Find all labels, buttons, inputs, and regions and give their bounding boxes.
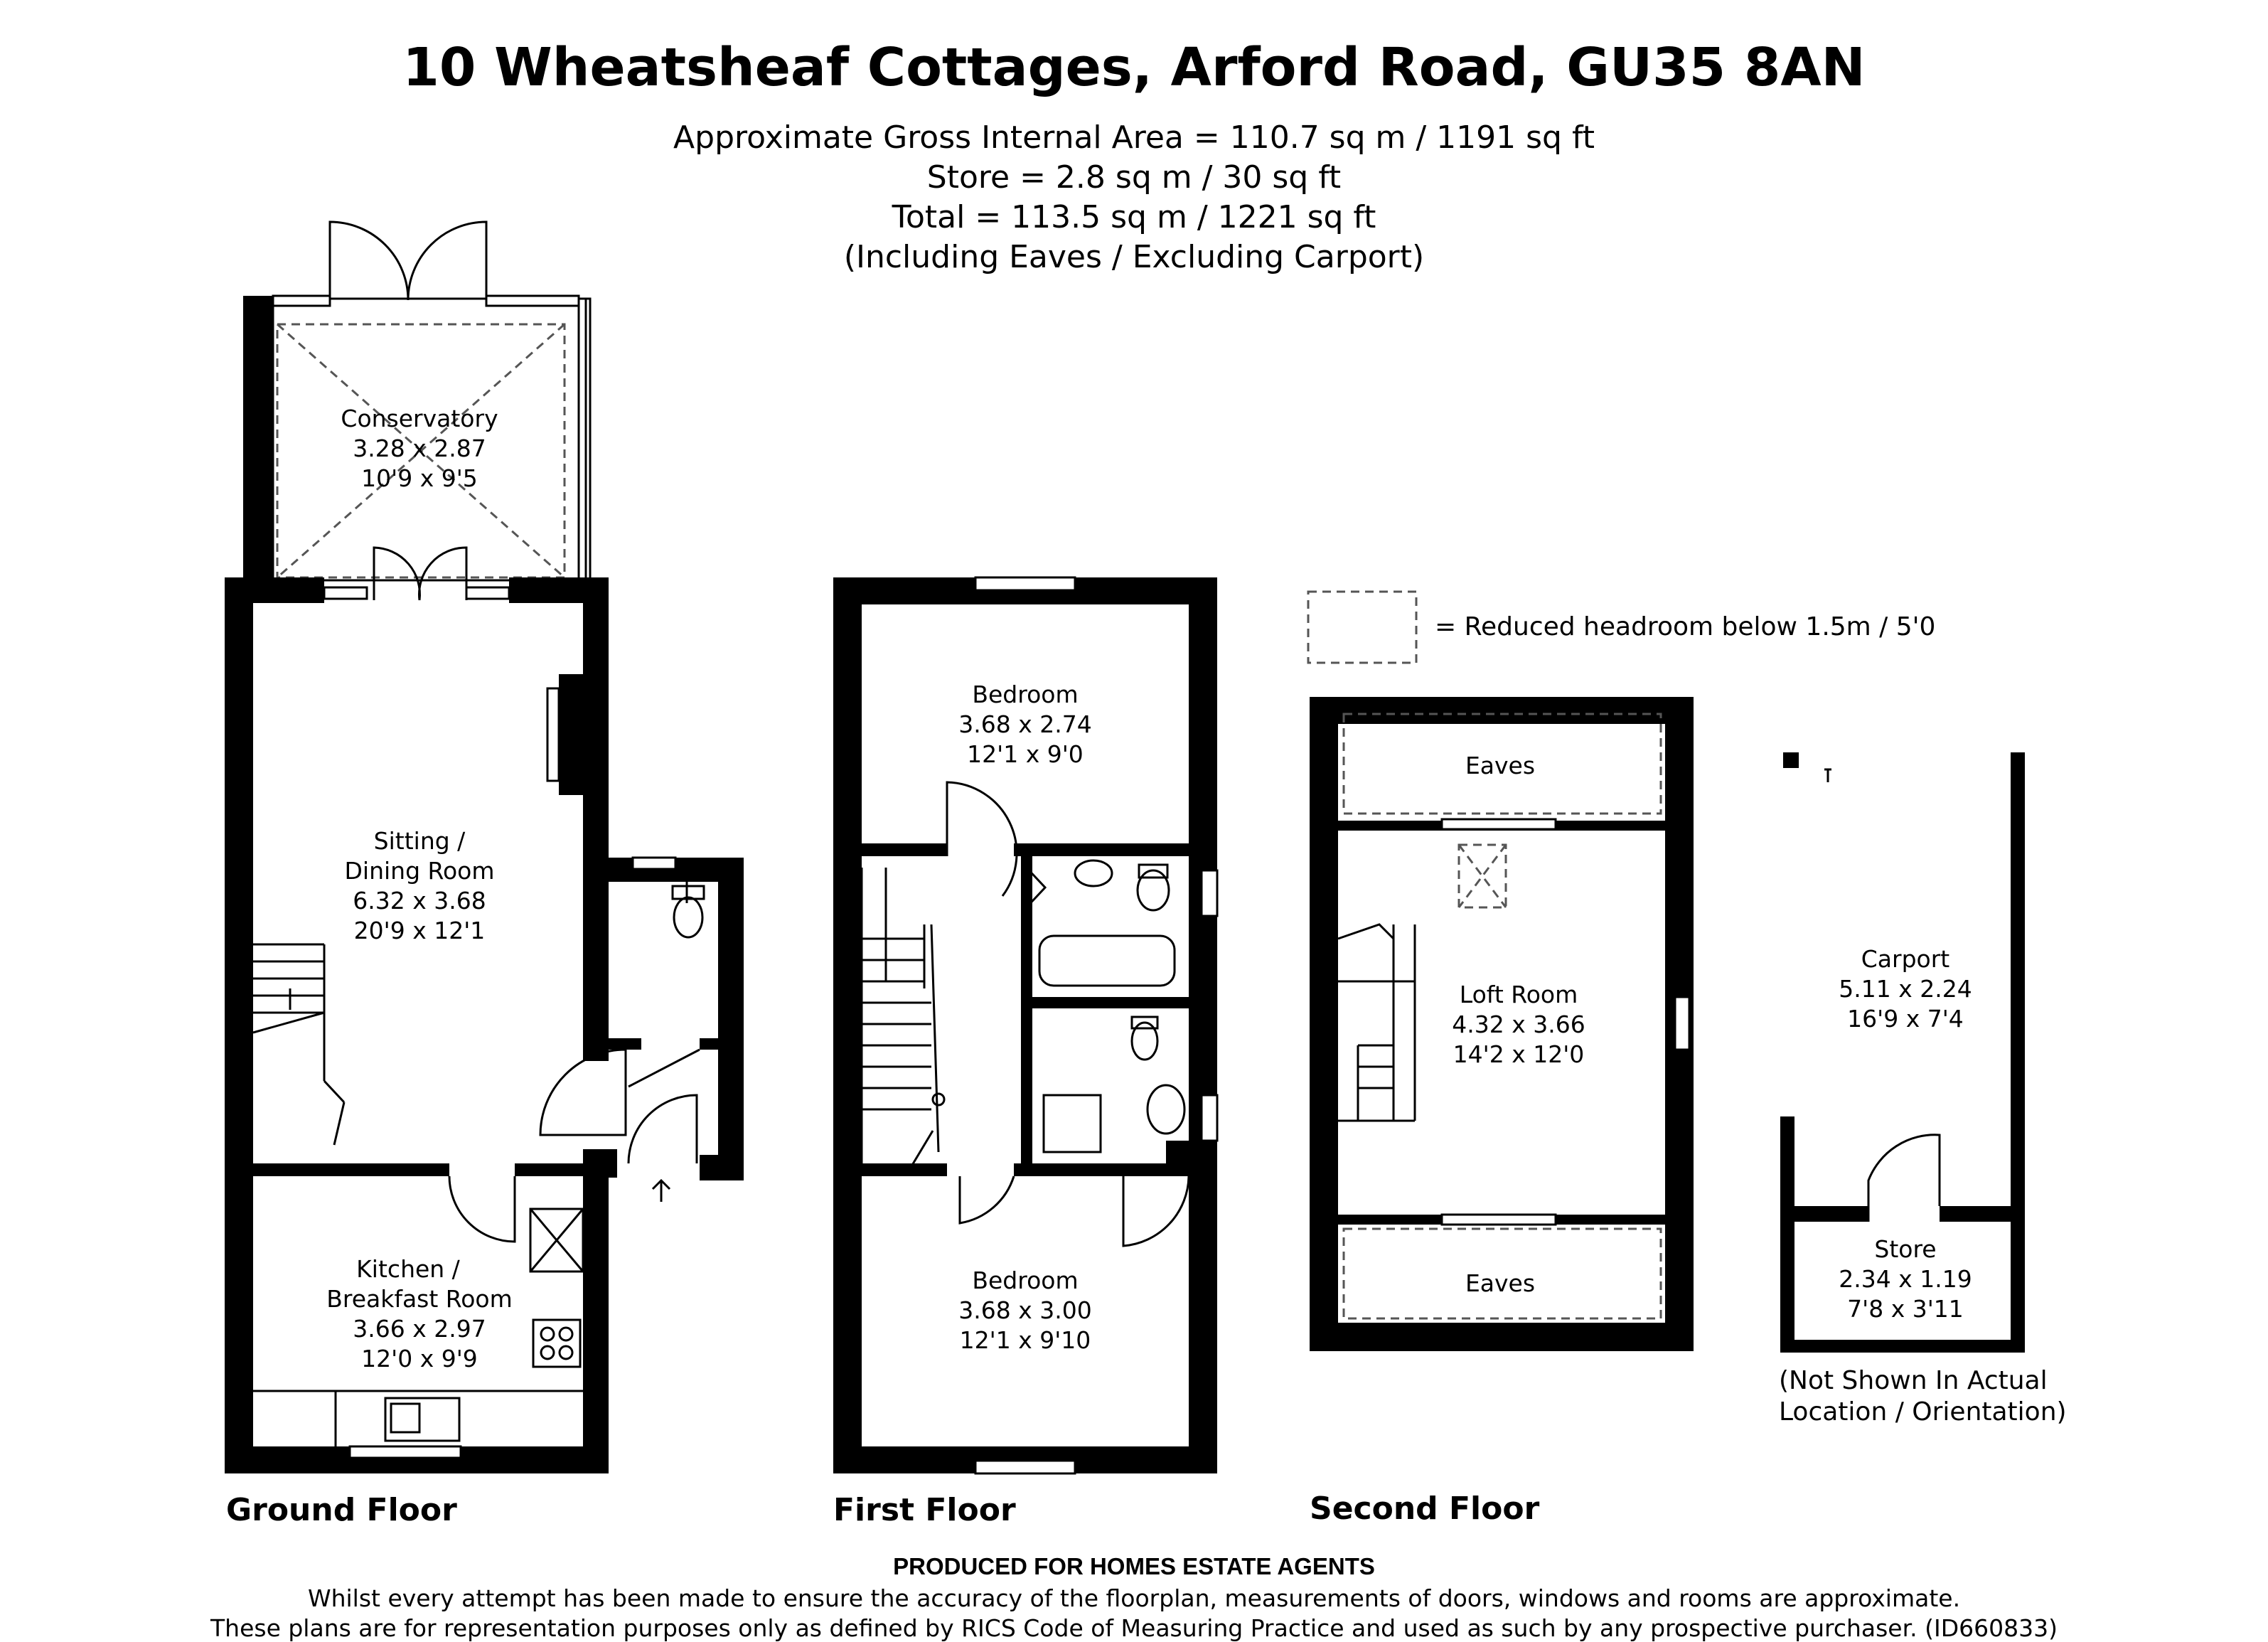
store-note-line-1: (Not Shown In Actual [1779, 1366, 2048, 1395]
conservatory-label: Conservatory [341, 405, 498, 432]
room-labels: Conservatory 3.28 x 2.87 10'9 x 9'5 Sitt… [326, 405, 1972, 1372]
area-note-line: (Including Eaves / Excluding Carport) [843, 239, 1425, 275]
sitting-metric: 6.32 x 3.68 [353, 887, 486, 915]
bedroom1-metric: 3.68 x 2.74 [958, 710, 1091, 738]
sitting-label-1: Sitting / [374, 827, 466, 855]
eaves-bottom-label: Eaves [1465, 1269, 1535, 1297]
produced-for-text: PRODUCED FOR HOMES ESTATE AGENTS [893, 1553, 1375, 1579]
ground-floor-label: Ground Floor [226, 1492, 457, 1528]
conservatory-metric: 3.28 x 2.87 [353, 435, 486, 462]
eaves-top-label: Eaves [1465, 752, 1535, 779]
store-label: Store [1874, 1235, 1936, 1263]
disclaimer-line-1: Whilst every attempt has been made to en… [307, 1584, 1961, 1612]
second-floor-label: Second Floor [1310, 1491, 1540, 1527]
store-area-line: Store = 2.8 sq m / 30 sq ft [926, 159, 1342, 196]
bedroom1-imperial: 12'1 x 9'0 [967, 740, 1084, 768]
conservatory-imperial: 10'9 x 9'5 [361, 464, 478, 492]
kitchen-metric: 3.66 x 2.97 [353, 1315, 486, 1343]
bedroom1-label: Bedroom [972, 681, 1078, 708]
carport-and-store-plan [1780, 752, 2025, 1353]
first-floor-plan [833, 576, 1219, 1475]
kitchen-label-2: Breakfast Room [326, 1285, 513, 1313]
wc-and-hall [539, 856, 744, 1202]
reduced-headroom-legend-text: = Reduced headroom below 1.5m / 5'0 [1435, 612, 1936, 641]
page-title: 10 Wheatsheaf Cottages, Arford Road, GU3… [402, 37, 1866, 98]
loft-imperial: 14'2 x 12'0 [1453, 1040, 1585, 1068]
bedroom2-label: Bedroom [972, 1267, 1078, 1294]
kitchen-imperial: 12'0 x 9'9 [361, 1345, 478, 1372]
store-note-line-2: Location / Orientation) [1779, 1397, 2067, 1427]
store-imperial: 7'8 x 3'11 [1847, 1295, 1964, 1323]
kitchen-breakfast-room [225, 1176, 609, 1473]
gross-area-line: Approximate Gross Internal Area = 110.7 … [673, 119, 1595, 156]
total-area-line: Total = 113.5 sq m / 1221 sq ft [892, 199, 1376, 235]
second-floor-plan [1310, 697, 1694, 1351]
loft-metric: 4.32 x 3.66 [1452, 1011, 1585, 1038]
first-floor-label: First Floor [833, 1492, 1016, 1528]
kitchen-label-1: Kitchen / [356, 1255, 461, 1283]
bedroom2-imperial: 12'1 x 9'10 [960, 1326, 1091, 1354]
carport-label: Carport [1861, 945, 1950, 973]
disclaimer-line-2: These plans are for representation purpo… [210, 1614, 2058, 1642]
bedroom2-metric: 3.68 x 3.00 [958, 1296, 1091, 1324]
carport-imperial: 16'9 x 7'4 [1847, 1005, 1964, 1033]
sitting-dining-room [225, 546, 609, 1473]
sitting-label-2: Dining Room [345, 857, 495, 885]
store-metric: 2.34 x 1.19 [1839, 1265, 1972, 1293]
carport-metric: 5.11 x 2.24 [1839, 975, 1972, 1003]
conservatory [243, 220, 592, 582]
reduced-headroom-legend-swatch [1307, 590, 1418, 664]
ground-floor-plan [225, 220, 744, 1473]
sitting-imperial: 20'9 x 12'1 [354, 917, 486, 944]
loft-label: Loft Room [1460, 981, 1578, 1008]
